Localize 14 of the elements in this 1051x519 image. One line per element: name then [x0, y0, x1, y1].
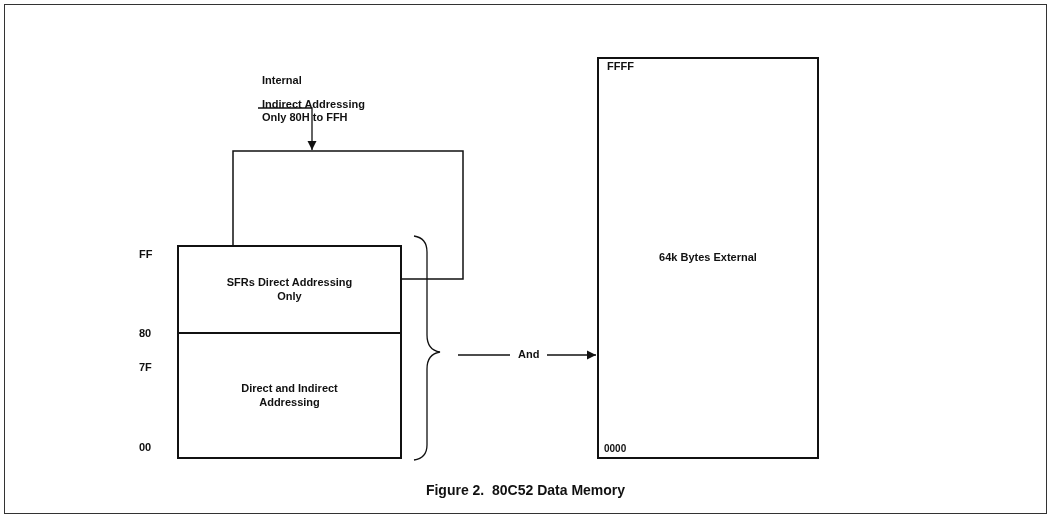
arrow — [257, 107, 317, 151]
heading-text: Internal — [262, 74, 302, 86]
address-label: 7F — [139, 361, 152, 373]
address-label: FFFF — [607, 60, 634, 72]
address-label: FF — [139, 248, 153, 260]
address-label: 00 — [139, 441, 152, 453]
figure-caption: Figure 2. 80C52 Data Memory — [424, 482, 627, 498]
memory-block: SFRs Direct Addressing Only — [177, 245, 402, 334]
address-label: 0000 — [604, 443, 627, 454]
address-label: 80 — [139, 327, 152, 339]
memory-block — [232, 150, 464, 280]
edge-label: And — [510, 348, 548, 360]
memory-block: Direct and Indirect Addressing — [177, 332, 402, 459]
note-text: Indirect Addressing Only 80H to FFH — [262, 98, 452, 140]
